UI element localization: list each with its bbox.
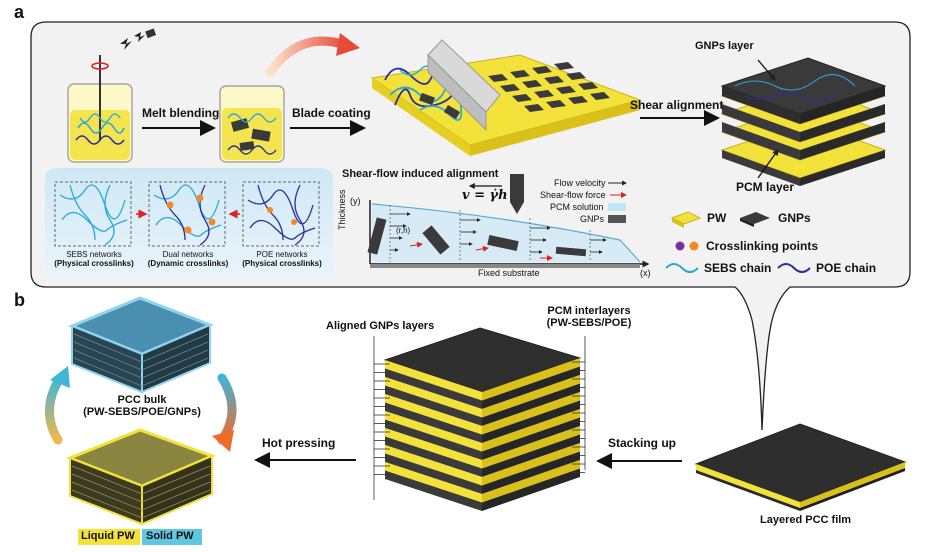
cube-layer-left [385, 419, 482, 460]
hot-pressing-label: Hot pressing [262, 436, 336, 450]
cube-layer-right [482, 358, 580, 401]
legend-crosslinking: Crosslinking points [706, 239, 819, 253]
cube-layer-left [385, 462, 482, 503]
stacked-cube-graphic [383, 327, 582, 511]
pcc-bulk-liquid-graphic [65, 428, 217, 526]
pcm-layer-label: PCM layer [736, 180, 795, 194]
melt-blending-label: Melt blending [142, 106, 220, 120]
shear-flow-graphic [367, 174, 650, 268]
legend-flow-velocity: Flow velocity [554, 178, 606, 188]
legend-shear-force: Shear-flow force [540, 190, 606, 200]
sebs-network-label: SEBS networks (Physical crosslinks) [54, 250, 134, 268]
legend-sebs: SEBS chain [704, 261, 772, 275]
panel-a-letter: a [14, 2, 25, 22]
cube-layer-left [385, 428, 482, 469]
cycle-arrow-left [45, 373, 65, 445]
pcc-bulk-solid-graphic [68, 296, 214, 394]
dual-network-label: Dual networks (Dynamic crosslinks) [147, 250, 229, 268]
stacking-up-label: Stacking up [608, 436, 677, 450]
cube-layer-right [482, 451, 580, 494]
cube-layer-right [482, 417, 580, 460]
solid-pw-swatch [142, 529, 202, 545]
gnps-layer-label: GNPs layer [695, 40, 754, 52]
cube-layer-left [385, 394, 482, 435]
cube-layer-left [385, 411, 482, 452]
cube-layer-right [482, 426, 580, 469]
legend-poe: POE chain [816, 261, 877, 275]
curved-transfer-arrow [265, 36, 350, 77]
network-boxes [54, 181, 320, 247]
cube-layer-right [482, 392, 580, 435]
aligned-gnps-layers-label: Aligned GNPs layers [326, 320, 435, 332]
cube-layer-right [482, 434, 580, 477]
panel-b-letter: b [14, 290, 25, 310]
cube-layer-right [482, 460, 580, 503]
cube-leader-lines [373, 336, 586, 500]
point-label: (r,h) [396, 226, 411, 235]
cycle-arrow-right [217, 373, 237, 445]
cube-layer-right [482, 468, 580, 511]
blade-coating-graphic [370, 39, 642, 156]
shear-equation: v = γ̇h [462, 188, 508, 203]
cube-layer-right [482, 366, 580, 409]
legend-graphics [665, 211, 811, 273]
cube-layer-left [385, 385, 482, 426]
cube-layer-left [385, 445, 482, 486]
layered-film-graphic [694, 423, 907, 511]
pcc-bulk-label: PCC bulk (PW-SEBS/POE/GNPs) [83, 394, 201, 418]
cube-layer-left [385, 453, 482, 494]
poe-network-label: POE networks (Physical crosslinks) [242, 250, 322, 268]
cube-layer-left [385, 377, 482, 418]
cube-layer-right [482, 375, 580, 418]
pcm-interlayers-label: PCM interlayers (PW-SEBS/POE) [546, 305, 632, 329]
solid-pw-label: Solid PW [146, 530, 194, 542]
layered-stack-graphic [720, 57, 887, 186]
legend-pw: PW [707, 211, 727, 225]
cube-layer-left [385, 402, 482, 443]
shear-flow-title: Shear-flow induced alignment [342, 168, 499, 180]
cube-layer-right [482, 400, 580, 443]
liquid-pw-swatch [78, 529, 140, 545]
y-axis-label: (y) [350, 196, 361, 206]
x-axis-label: (x) [640, 268, 651, 278]
beaker-1-graphic [67, 28, 157, 163]
cube-layer-right [482, 409, 580, 452]
liquid-pw-label: Liquid PW [81, 530, 135, 542]
blade-coating-label: Blade coating [292, 106, 371, 120]
cube-layer-left [385, 360, 482, 401]
layered-film-label: Layered PCC film [760, 514, 852, 526]
cube-layer-right [482, 443, 580, 486]
cube-layer-right [482, 383, 580, 426]
cube-layer-left [385, 368, 482, 409]
fixed-substrate-label: Fixed substrate [478, 268, 540, 278]
shear-alignment-label: Shear alignment [630, 98, 724, 112]
legend-pcm-solution: PCM solution [550, 202, 604, 212]
legend-gnps: GNPs [778, 211, 811, 225]
legend-gnps-small: GNPs [580, 214, 605, 224]
cube-layer-left [385, 470, 482, 511]
beaker-2-graphic [219, 85, 285, 163]
cube-layer-left [385, 436, 482, 477]
thickness-label: Thickness [337, 189, 347, 230]
